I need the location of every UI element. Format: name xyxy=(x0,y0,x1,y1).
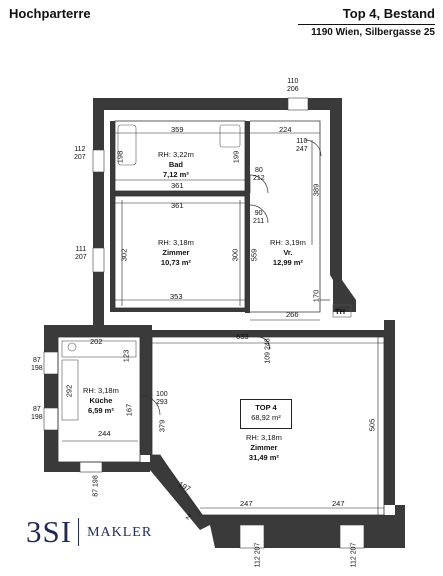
dim-label: 379 xyxy=(157,419,167,433)
dim-label: 505 xyxy=(367,418,377,432)
room-bad-name: Bad xyxy=(168,160,184,169)
opening-dim: 109 248 xyxy=(264,338,272,364)
dim-label: 559 xyxy=(249,248,259,262)
room-kueche: RH: 3,18m Küche 6,59 m² xyxy=(83,386,119,416)
room-vorraum-name: Vr. xyxy=(283,248,293,257)
room-zimmer-1-area: 10,73 m² xyxy=(160,258,191,267)
dim-label: 170 xyxy=(311,289,321,303)
opening-dim: 112 207 xyxy=(254,542,262,568)
room-zimmer-1-name: Zimmer xyxy=(162,248,190,257)
th-label: TH xyxy=(335,307,345,316)
interior-walls xyxy=(110,121,250,313)
dim-label: 167 xyxy=(124,403,134,417)
dim-label: 224 xyxy=(279,125,292,134)
room-zimmer-1: RH: 3,18m Zimmer 10,73 m² xyxy=(158,238,194,268)
dim-label: 302 xyxy=(119,248,129,262)
dim-label: 300 xyxy=(230,248,240,262)
room-kueche-name: Küche xyxy=(89,396,113,405)
room-kueche-area: 6,59 m² xyxy=(88,406,114,415)
logo-sub-text: MAKLER xyxy=(87,525,153,540)
room-bad: RH: 3,22m Bad 7,12 m² xyxy=(158,150,194,180)
company-logo: 3SI MAKLER xyxy=(26,514,152,550)
dim-label: 389 xyxy=(311,183,321,197)
dim-label: 359 xyxy=(171,125,184,134)
dim-label: 202 xyxy=(90,337,103,346)
unit-title: Top 4, Bestand xyxy=(342,6,435,21)
dim-label: 361 xyxy=(171,181,184,190)
address: 1190 Wien, Silbergasse 25 xyxy=(311,27,435,38)
opening-dim: 87 198 xyxy=(92,475,100,497)
dimension-lines xyxy=(62,132,384,515)
dim-label: 123 xyxy=(121,349,131,363)
logo-main-text: 3SI xyxy=(26,514,73,549)
dim-label: 292 xyxy=(64,384,74,398)
unit-summary-area: 68,92 m² xyxy=(251,413,281,422)
room-zimmer-2-area: 31,49 m² xyxy=(248,453,279,462)
room-outlines xyxy=(57,120,385,516)
dim-label: 247 xyxy=(332,499,345,508)
opening-dim: 112 207 xyxy=(350,542,358,568)
logo-divider xyxy=(78,518,80,546)
room-kueche-height: RH: 3,18m xyxy=(83,386,119,395)
room-bad-area: 7,12 m² xyxy=(163,170,189,179)
floor-title: Hochparterre xyxy=(9,6,91,21)
dim-label: 266 xyxy=(286,310,299,319)
windows xyxy=(43,97,365,549)
unit-summary-box: TOP 4 68,92 m² xyxy=(240,399,292,429)
room-bad-height: RH: 3,22m xyxy=(158,150,194,159)
dim-label: 353 xyxy=(170,292,183,301)
room-zimmer-2: RH: 3,18m Zimmer 31,49 m² xyxy=(246,433,282,463)
dim-label: 247 xyxy=(240,499,253,508)
room-zimmer-2-name: Zimmer xyxy=(250,443,278,452)
dim-label: 198 xyxy=(115,150,125,164)
dim-label: 244 xyxy=(98,429,111,438)
dim-label: 633 xyxy=(236,332,249,341)
header-divider xyxy=(298,24,435,25)
room-zimmer-1-height: RH: 3,18m xyxy=(158,238,194,247)
room-vorraum-area: 12,99 m² xyxy=(272,258,303,267)
doors xyxy=(139,139,330,416)
dim-label: 361 xyxy=(171,201,184,210)
fixtures xyxy=(61,124,352,421)
dim-label: 199 xyxy=(231,150,241,164)
unit-summary-title: TOP 4 xyxy=(255,403,277,412)
room-zimmer-2-height: RH: 3,18m xyxy=(246,433,282,442)
room-vorraum: RH: 3,19m Vr. 12,99 m² xyxy=(270,238,306,268)
room-vorraum-height: RH: 3,19m xyxy=(270,238,306,247)
